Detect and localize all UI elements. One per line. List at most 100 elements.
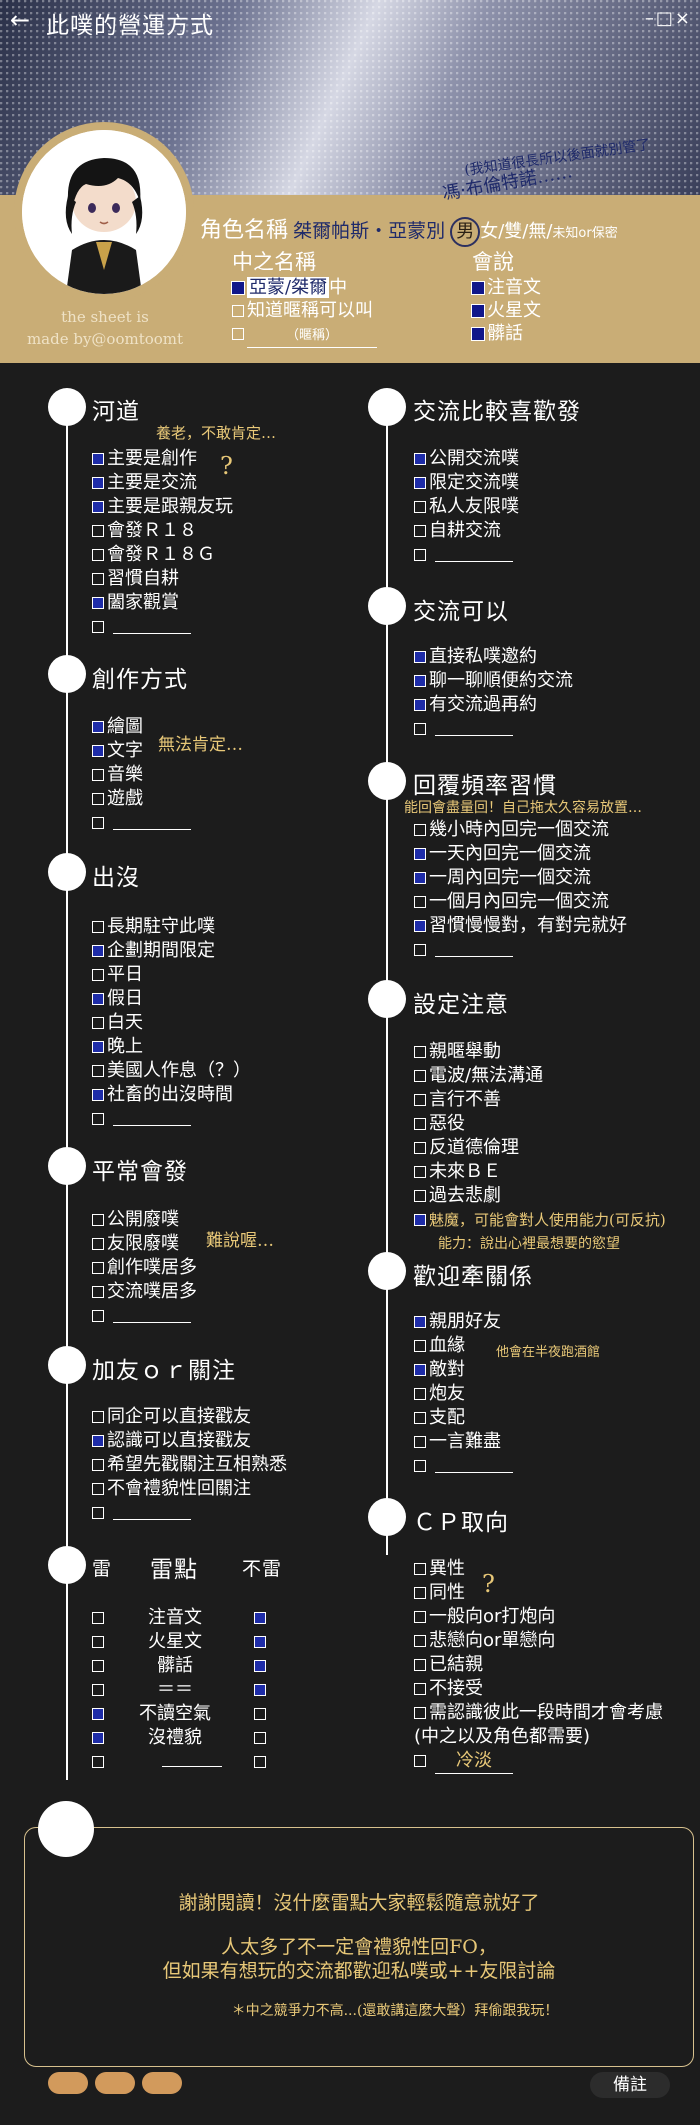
- option-item-blank[interactable]: [92, 1107, 251, 1131]
- checkbox[interactable]: [414, 1460, 426, 1472]
- checkbox[interactable]: [92, 721, 104, 733]
- checkbox[interactable]: [414, 525, 426, 537]
- blank-line[interactable]: [435, 944, 513, 957]
- lei-checkbox[interactable]: [92, 1612, 104, 1624]
- gender-selected[interactable]: 男: [450, 217, 481, 247]
- checkbox[interactable]: [414, 549, 426, 561]
- checkbox[interactable]: [414, 944, 426, 956]
- option-item-blank[interactable]: [92, 811, 191, 835]
- checkbox[interactable]: [92, 745, 104, 757]
- option-item[interactable]: 聊一聊順便約交流: [414, 669, 573, 693]
- checkbox[interactable]: [414, 501, 426, 513]
- bulei-checkbox[interactable]: [254, 1708, 266, 1720]
- option-item[interactable]: 闔家觀賞: [92, 591, 233, 615]
- lei-checkbox[interactable]: [92, 1660, 104, 1672]
- option-item[interactable]: 晚上: [92, 1035, 251, 1059]
- option-item[interactable]: 假日: [92, 987, 251, 1011]
- checkbox[interactable]: [472, 305, 484, 317]
- checkbox[interactable]: [92, 1214, 104, 1226]
- option-item[interactable]: 繪圖: [92, 715, 191, 739]
- option-item[interactable]: 敵對: [414, 1358, 513, 1382]
- checkbox[interactable]: [414, 1094, 426, 1106]
- gender-options[interactable]: 女/雙/無/: [480, 221, 553, 242]
- checkbox[interactable]: [414, 1316, 426, 1328]
- checkbox[interactable]: [414, 1364, 426, 1376]
- option-item[interactable]: 一言難盡: [414, 1430, 513, 1454]
- checkbox[interactable]: [92, 477, 104, 489]
- checkbox[interactable]: [92, 817, 104, 829]
- checkbox[interactable]: [414, 1635, 426, 1647]
- checkbox[interactable]: [414, 1214, 426, 1226]
- checkbox[interactable]: [92, 793, 104, 805]
- option-item[interactable]: 魅魔，可能會對人使用能力(可反抗): [414, 1208, 666, 1232]
- checkbox[interactable]: [414, 675, 426, 687]
- option-item[interactable]: 長期駐守此噗: [92, 915, 251, 939]
- option-item[interactable]: 血緣: [414, 1334, 513, 1358]
- option-item[interactable]: 企劃期間限定: [92, 939, 251, 963]
- checkbox[interactable]: [92, 549, 104, 561]
- option-item-blank[interactable]: [414, 1454, 513, 1478]
- checkbox[interactable]: [414, 453, 426, 465]
- option-item[interactable]: 言行不善: [414, 1088, 666, 1112]
- checkbox[interactable]: [92, 1507, 104, 1519]
- option-item[interactable]: 主要是創作: [92, 447, 233, 471]
- checkbox[interactable]: [232, 328, 244, 340]
- option-item[interactable]: 限定交流噗: [414, 471, 519, 495]
- option-item[interactable]: 一個月內回完一個交流: [414, 890, 627, 914]
- checkbox[interactable]: [92, 1483, 104, 1495]
- option-item[interactable]: 不會禮貌性回關注: [92, 1477, 287, 1501]
- option-item[interactable]: 公開交流噗: [414, 447, 519, 471]
- checkbox[interactable]: [414, 1142, 426, 1154]
- checkbox[interactable]: [414, 477, 426, 489]
- zhongzhi-item[interactable]: 亞蒙/桀爾中: [232, 276, 377, 299]
- checkbox[interactable]: [92, 1238, 104, 1250]
- checkbox[interactable]: [414, 896, 426, 908]
- bulei-checkbox[interactable]: [254, 1660, 266, 1672]
- checkbox[interactable]: [92, 1459, 104, 1471]
- checkbox[interactable]: [414, 1659, 426, 1671]
- option-item-blank[interactable]: [92, 1304, 197, 1328]
- page-pill[interactable]: [48, 2072, 88, 2094]
- option-item[interactable]: 一般向or打炮向: [414, 1605, 663, 1629]
- zhongzhi-item[interactable]: （暱稱）: [232, 322, 377, 348]
- option-item[interactable]: 美國人作息（？）: [92, 1059, 251, 1083]
- checkbox[interactable]: [414, 1563, 426, 1575]
- lei-checkbox[interactable]: [92, 1732, 104, 1744]
- bulei-checkbox[interactable]: [254, 1756, 266, 1768]
- blank-line[interactable]: [113, 1507, 191, 1520]
- option-item[interactable]: 社畜的出沒時間: [92, 1083, 251, 1107]
- checkbox[interactable]: [92, 453, 104, 465]
- option-item[interactable]: 需認識彼此一段時間才會考慮: [414, 1701, 663, 1725]
- option-item[interactable]: 習慣慢慢對，有對完就好: [414, 914, 627, 938]
- page-pill[interactable]: [142, 2072, 182, 2094]
- bulei-checkbox[interactable]: [254, 1732, 266, 1744]
- option-item[interactable]: 同性: [414, 1581, 663, 1605]
- zhongzhi-item[interactable]: 知道暱稱可以叫: [232, 299, 377, 322]
- option-item[interactable]: 音樂: [92, 763, 191, 787]
- blank-line[interactable]: [435, 1460, 513, 1473]
- option-item[interactable]: 公開廢噗: [92, 1208, 197, 1232]
- option-item[interactable]: 不接受: [414, 1677, 663, 1701]
- blank-line[interactable]: [113, 1310, 191, 1323]
- option-item[interactable]: 一天內回完一個交流: [414, 842, 627, 866]
- option-item[interactable]: 過去悲劇: [414, 1184, 666, 1208]
- option-item[interactable]: 主要是交流: [92, 471, 233, 495]
- checkbox[interactable]: [92, 1435, 104, 1447]
- checkbox[interactable]: [414, 1683, 426, 1695]
- option-item[interactable]: 友限廢噗: [92, 1232, 197, 1256]
- bulei-checkbox[interactable]: [254, 1684, 266, 1696]
- checkbox[interactable]: [414, 1436, 426, 1448]
- option-item[interactable]: 炮友: [414, 1382, 513, 1406]
- checkbox[interactable]: [414, 699, 426, 711]
- checkbox[interactable]: [92, 1310, 104, 1322]
- checkbox[interactable]: [92, 573, 104, 585]
- bulei-checkbox[interactable]: [254, 1612, 266, 1624]
- option-item[interactable]: 電波/無法溝通: [414, 1064, 666, 1088]
- option-item[interactable]: 會發Ｒ１８Ｇ: [92, 543, 233, 567]
- option-item[interactable]: 未來ＢＥ: [414, 1160, 666, 1184]
- option-item[interactable]: 有交流過再約: [414, 693, 573, 717]
- checkbox[interactable]: [414, 1118, 426, 1130]
- option-item[interactable]: 主要是跟親友玩: [92, 495, 233, 519]
- checkbox[interactable]: [414, 723, 426, 735]
- blank-line[interactable]: [113, 817, 191, 830]
